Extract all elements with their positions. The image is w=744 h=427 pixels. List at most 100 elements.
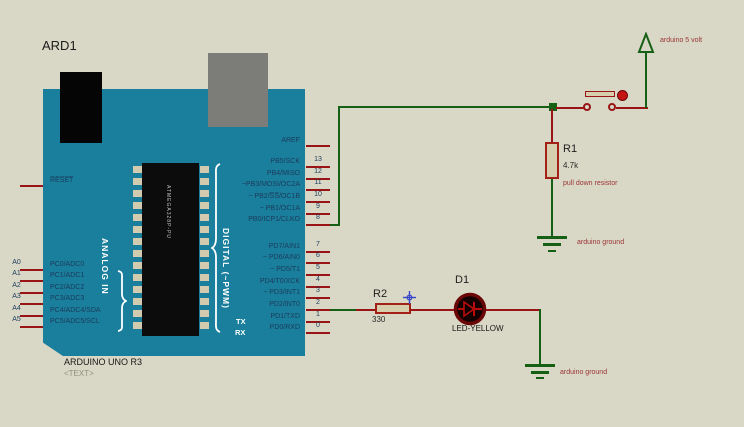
- pin-stub[interactable]: [306, 286, 330, 288]
- pin-stub[interactable]: [20, 280, 43, 282]
- wire-led-ground[interactable]: [539, 309, 541, 366]
- r1-top-lead[interactable]: [551, 109, 553, 143]
- pin-stub[interactable]: [306, 189, 330, 191]
- digital-pwm-label: DIGITAL (~PWM): [221, 228, 231, 309]
- arduino-ref-label: ARD1: [42, 38, 77, 53]
- power-5v-label: arduino 5 volt: [660, 37, 703, 44]
- pin-stub[interactable]: [306, 213, 330, 215]
- chip-pin: [133, 310, 142, 317]
- ground-icon[interactable]: [525, 364, 555, 367]
- pin-stub[interactable]: [306, 321, 330, 323]
- pin-stub[interactable]: [20, 315, 43, 317]
- chip-pin: [200, 202, 209, 209]
- d1-right-lead[interactable]: [486, 309, 541, 311]
- button-right-lead[interactable]: [616, 107, 648, 109]
- chip-pin: [200, 166, 209, 173]
- chip-pin: [133, 286, 142, 293]
- chip-pin: [133, 190, 142, 197]
- tx-label: TX: [236, 317, 246, 326]
- ground-icon: [531, 371, 549, 374]
- board-text-placeholder: <TEXT>: [64, 369, 94, 378]
- button-terminal[interactable]: [583, 103, 591, 111]
- ground-icon: [536, 377, 544, 379]
- resistor-r2[interactable]: [375, 303, 411, 314]
- chip-pin: [200, 250, 209, 257]
- r1-ground-wire[interactable]: [551, 179, 553, 237]
- pin-stub[interactable]: [306, 166, 330, 168]
- chip-pin: [200, 238, 209, 245]
- chip-part-number: ATMEGA328P-PU: [165, 185, 171, 240]
- chip-pin: [133, 178, 142, 185]
- pin-stub[interactable]: [306, 224, 330, 226]
- chip-pin: [133, 238, 142, 245]
- chip-pin: [200, 262, 209, 269]
- origin-crosshair-icon: [403, 291, 416, 304]
- pin-stub[interactable]: [306, 309, 330, 311]
- analog-in-label: ANALOG IN: [100, 238, 110, 295]
- ground-icon[interactable]: [537, 236, 567, 239]
- button-bar[interactable]: [585, 91, 615, 97]
- chip-pin: [200, 214, 209, 221]
- power-jack: [60, 72, 102, 143]
- r2-ref: R2: [373, 288, 388, 300]
- pin-stub[interactable]: [306, 297, 330, 299]
- r2-d1-lead[interactable]: [410, 309, 455, 311]
- r1-value: 4.7k: [563, 161, 579, 170]
- wire-pin8-top[interactable]: [338, 106, 555, 108]
- led-d1-icon[interactable]: [453, 292, 487, 326]
- wire-junction-dot: [549, 103, 557, 111]
- pin-stub[interactable]: [306, 145, 330, 147]
- pin-stub[interactable]: [20, 326, 43, 328]
- chip-pin: [133, 262, 142, 269]
- chip-pin: [133, 166, 142, 173]
- chip-pin: [200, 226, 209, 233]
- pin-stub[interactable]: [306, 251, 330, 253]
- pin-stub[interactable]: [20, 185, 43, 187]
- ground-icon: [543, 243, 561, 246]
- pin-stub[interactable]: [306, 262, 330, 264]
- wire-pin8[interactable]: [330, 224, 340, 226]
- pin-stub[interactable]: [306, 274, 330, 276]
- r2-left-lead[interactable]: [356, 309, 376, 311]
- chip-pin: [133, 298, 142, 305]
- pin-stub[interactable]: [20, 269, 43, 271]
- power-5v-icon[interactable]: [637, 32, 655, 54]
- pin-stub[interactable]: [306, 178, 330, 180]
- atmega-chip: [142, 163, 199, 336]
- pin-stub[interactable]: [306, 201, 330, 203]
- wire-pin8-vertical[interactable]: [338, 106, 340, 226]
- board-name: ARDUINO UNO R3: [64, 357, 143, 367]
- chip-pin: [200, 286, 209, 293]
- wire-pin2[interactable]: [330, 309, 358, 311]
- resistor-r1[interactable]: [545, 142, 559, 179]
- button-terminal[interactable]: [608, 103, 616, 111]
- button-actuator[interactable]: [617, 90, 628, 101]
- chip-pin: [133, 322, 142, 329]
- button-left-lead[interactable]: [556, 107, 584, 109]
- analog-brace: [117, 270, 127, 332]
- chip-pin: [133, 202, 142, 209]
- d1-value: LED-YELLOW: [452, 324, 504, 333]
- ground1-label: arduino ground: [577, 239, 625, 246]
- pin-stub[interactable]: [20, 303, 43, 305]
- chip-pin: [200, 190, 209, 197]
- wire-5v[interactable]: [645, 52, 647, 108]
- pin-stub[interactable]: [306, 332, 330, 334]
- pin-stub[interactable]: [20, 292, 43, 294]
